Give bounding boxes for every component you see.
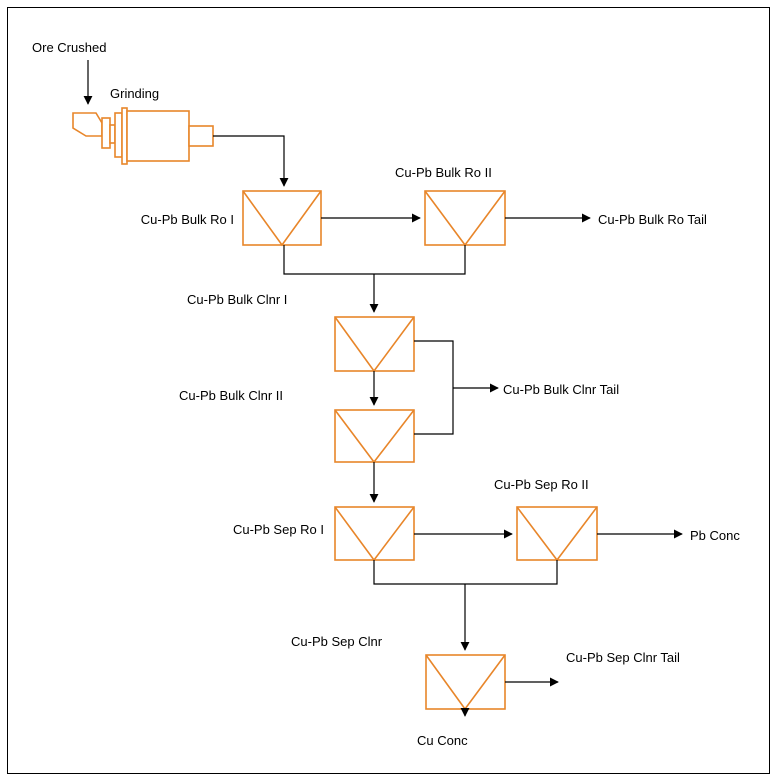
bulk-clnr-tail-label: Cu-Pb Bulk Clnr Tail (503, 382, 619, 397)
flotation-cell-icon (334, 316, 415, 373)
bulk-ro-tail-label: Cu-Pb Bulk Ro Tail (598, 212, 707, 227)
flotation-cell-icon (334, 409, 415, 464)
grinding-mill-icon (72, 107, 214, 165)
flotation-cell-icon (242, 190, 322, 247)
flotation-cell-icon (424, 190, 506, 247)
bulk-ro-2-label: Cu-Pb Bulk Ro II (395, 165, 492, 180)
bulk-clnr-2-label: Cu-Pb Bulk Clnr II (179, 388, 283, 403)
pb-conc-label: Pb Conc (690, 528, 740, 543)
flotation-cell-icon (334, 506, 415, 562)
cu-conc-label: Cu Conc (417, 733, 468, 748)
sep-clnr-tail-label: Cu-Pb Sep Clnr Tail (566, 650, 680, 665)
flotation-cell-icon (516, 506, 598, 562)
sep-ro-2-label: Cu-Pb Sep Ro II (494, 477, 589, 492)
bulk-ro-conc-line (283, 245, 466, 275)
sep-clnr-label: Cu-Pb Sep Clnr (291, 634, 383, 649)
bulk-clnr-1-label: Cu-Pb Bulk Clnr I (187, 292, 287, 307)
grinding-label: Grinding (110, 86, 159, 101)
bulk-clnr-tail-line (414, 340, 454, 435)
mill-discharge-arrow-icon (213, 135, 289, 187)
bulk-ro-1-label: Cu-Pb Bulk Ro I (141, 212, 234, 227)
sep-ro-1-label: Cu-Pb Sep Ro I (233, 522, 324, 537)
ore-crushed-label: Ore Crushed (32, 40, 106, 55)
flotation-cell-icon (425, 654, 506, 711)
sep-ro-conc-line (373, 560, 558, 585)
